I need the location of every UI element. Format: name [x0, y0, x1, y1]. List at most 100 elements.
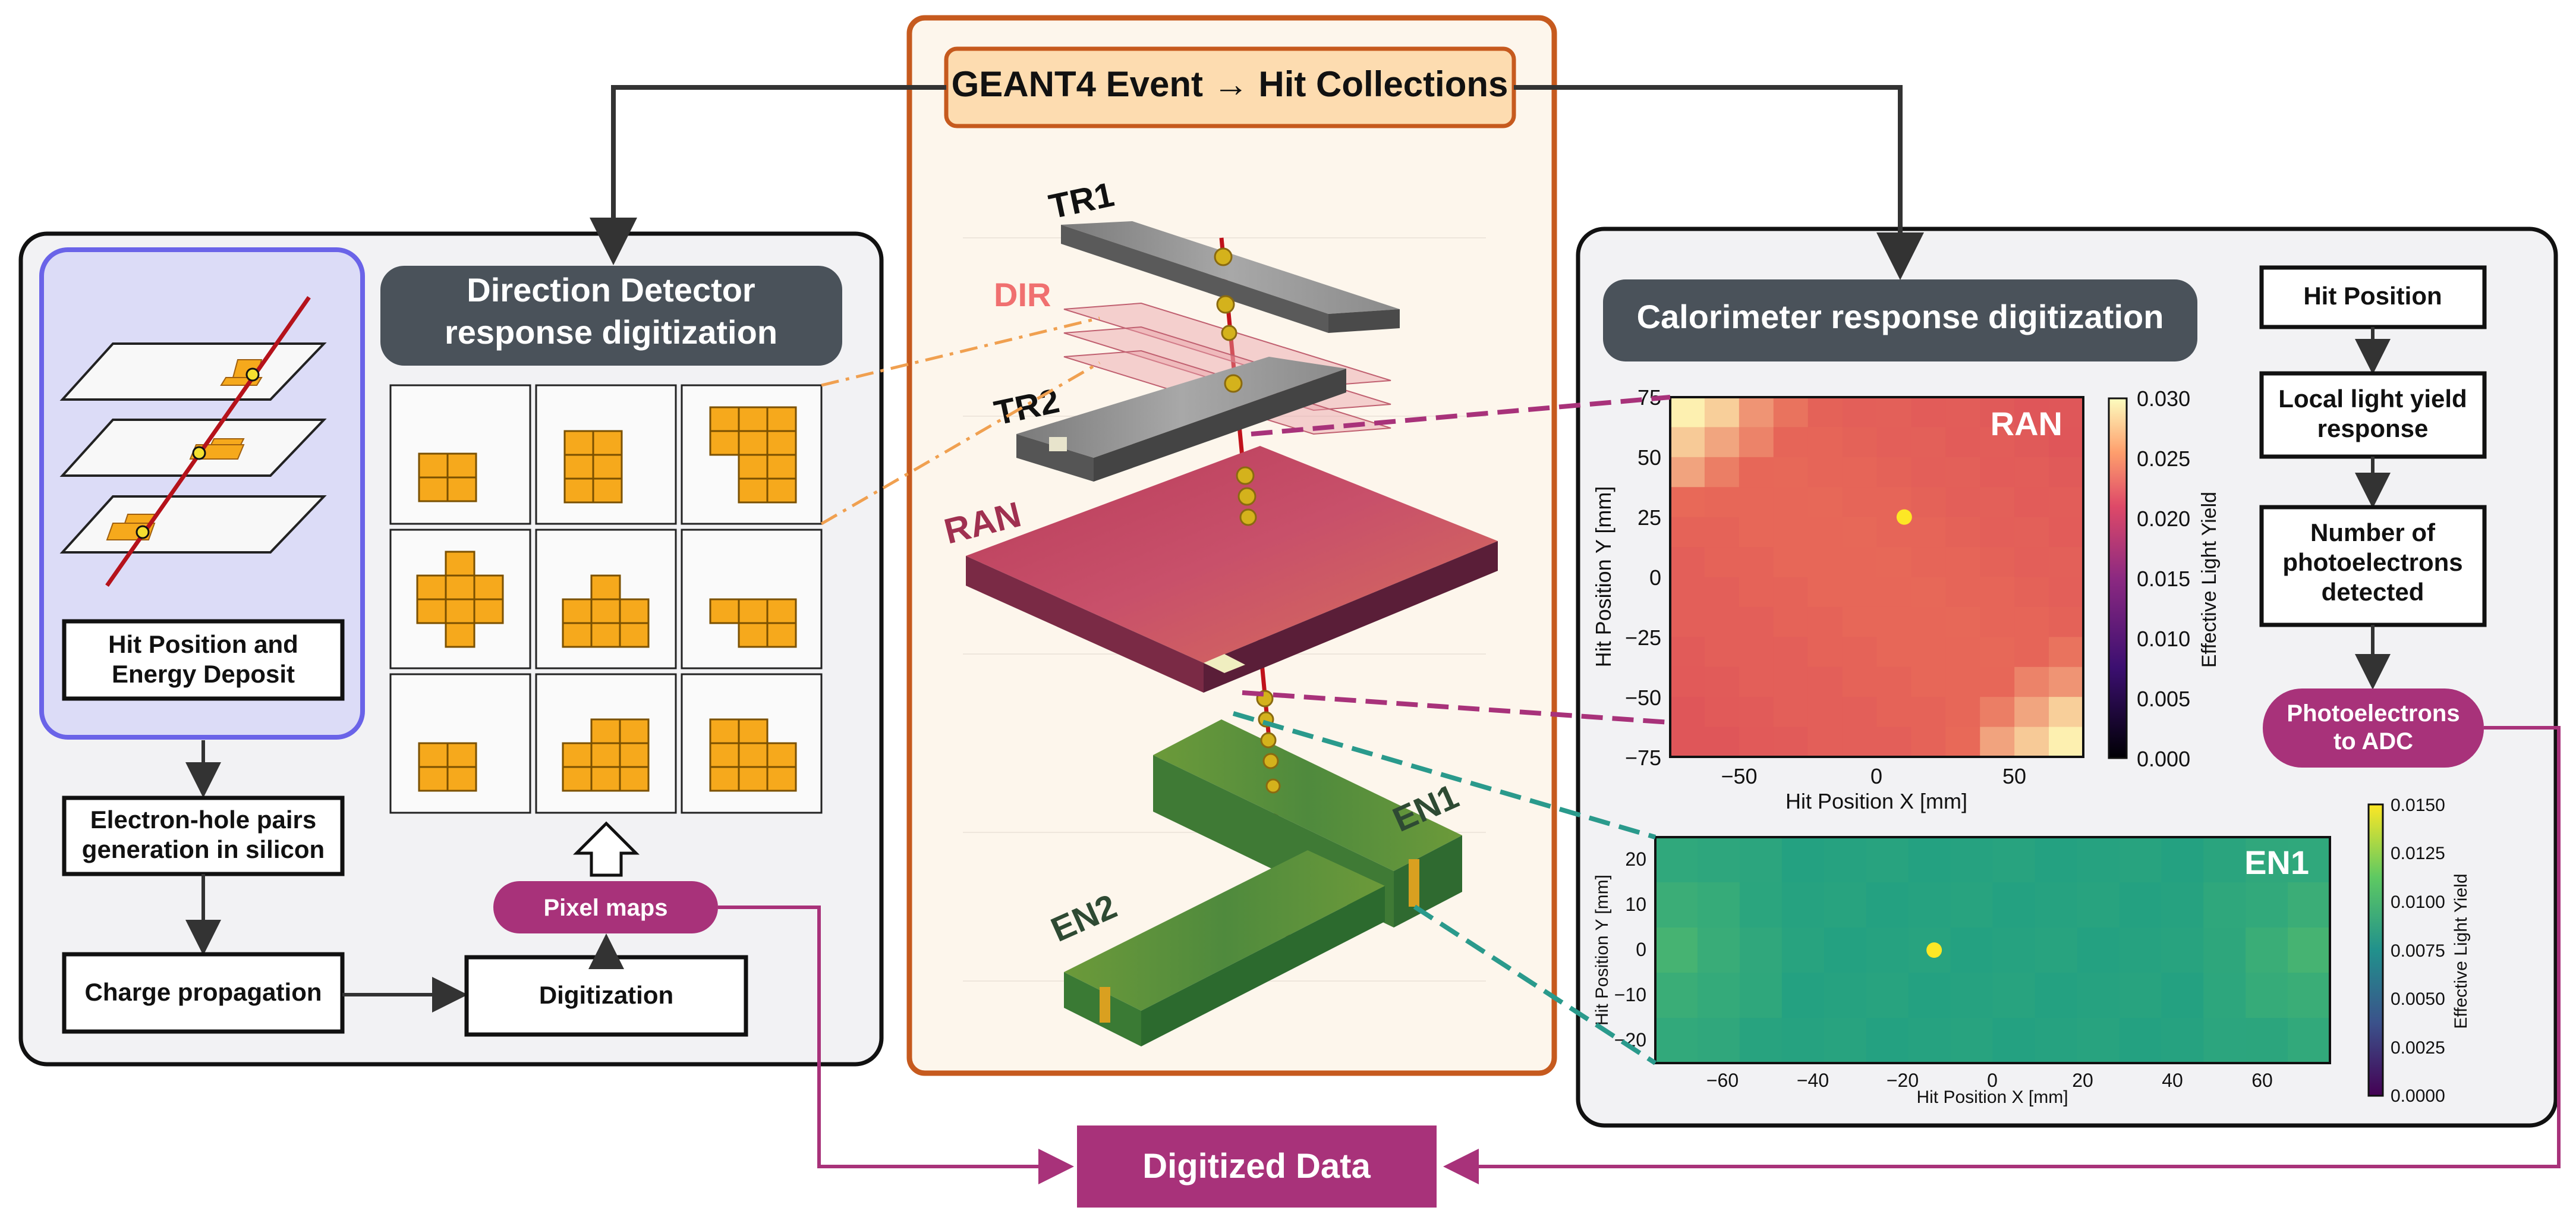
en1-heatmap-cell — [1950, 928, 1993, 973]
ran-heatmap-cell — [1670, 547, 1705, 577]
ran-heatmap-cell — [1876, 637, 1911, 668]
ran-y-tick: 50 — [1637, 445, 1661, 470]
en1-x-tick: −40 — [1797, 1070, 1829, 1091]
ran-x-tick: −50 — [1721, 764, 1757, 788]
en1-heatmap-cell — [1739, 928, 1783, 973]
en1-y-tick: −10 — [1614, 984, 1646, 1005]
hollow-up-arrow — [572, 821, 640, 877]
en1-heatmap-cell — [1950, 837, 1993, 883]
en1-x-tick: 20 — [2072, 1070, 2093, 1091]
hit-box-line2: Energy Deposit — [112, 660, 295, 688]
ran-heatmap-cell — [1739, 606, 1774, 637]
ran-heatmap-cell — [1911, 727, 1946, 757]
ran-heatmap-cell — [2014, 517, 2049, 548]
ran-heatmap-cell — [1945, 637, 1980, 668]
en1-heatmap-cell — [2203, 837, 2246, 883]
ran-heatmap-cell — [1704, 666, 1740, 697]
ran-y-tick: −75 — [1625, 746, 1661, 770]
hit-dots-left — [136, 367, 260, 539]
ran-heatmap-cell — [1704, 577, 1740, 608]
pe-to-adc-line1: Photoelectrons — [2287, 700, 2460, 727]
header-title: GEANT4 Event → Hit Collections — [952, 64, 1509, 104]
ran-heatmap-cell — [1670, 457, 1705, 488]
direction-detector-title-line2: response digitization — [445, 313, 777, 351]
en1-heatmap-cell — [1781, 882, 1825, 928]
en1-connectors — [1232, 711, 1657, 1065]
ran-heatmap-cell — [1773, 487, 1809, 518]
en1-heatmap-cell — [2077, 928, 2120, 973]
ran-heatmap-cell — [1842, 487, 1877, 518]
ran-heatmap-cell — [2014, 697, 2049, 728]
ran-heatmap-cell — [1876, 427, 1911, 458]
ran-heatmap-cell — [1807, 637, 1843, 668]
en1-heatmap-cell — [2288, 973, 2331, 1018]
ran-heatmap-cell — [1773, 457, 1809, 488]
ran-heatmap-cell — [1670, 577, 1705, 608]
right-panel: Calorimeter response digitization Hit Po… — [1576, 227, 2558, 1128]
ran-heatmap-cell — [1807, 397, 1843, 427]
silicon-planes — [59, 342, 327, 554]
en1-heatmap-cell — [1992, 1018, 2035, 1064]
ran-heatmap-cell — [1945, 666, 1980, 697]
en1-heatmap-cell — [1655, 882, 1698, 928]
photoelectrons-box — [2259, 505, 2487, 627]
en1-y-tick: 0 — [1636, 939, 1646, 960]
ran-cbar-tick: 0.010 — [2137, 627, 2190, 651]
en1-colorbar — [2367, 803, 2384, 1097]
pixel-maps-label: Pixel maps — [543, 895, 667, 921]
ran-heatmap-cell — [1807, 487, 1843, 518]
ran-heatmap-cell — [1773, 637, 1809, 668]
charge-propagation-label: Charge propagation — [84, 978, 322, 1006]
en1-colorbar-label: Effective Light Yield — [2451, 873, 2471, 1029]
en1-heatmap-cell — [1992, 837, 2035, 883]
ran-heatmap-cell — [1842, 727, 1877, 757]
ran-heatmap-cell — [1670, 517, 1705, 548]
ran-heatmap-cell — [2014, 427, 2049, 458]
en1-cbar-tick: 0.0000 — [2391, 1086, 2445, 1106]
ran-heatmap-cell — [1670, 697, 1705, 728]
en1-heatmap-cell — [2246, 973, 2288, 1018]
ran-heatmap-cell — [1739, 577, 1774, 608]
en1-heatmap-cell — [1908, 1018, 1951, 1064]
en1-heatmap-cell — [1992, 882, 2035, 928]
ran-cbar-tick: 0.015 — [2137, 567, 2190, 591]
ran-heatmap-cell — [1911, 547, 1946, 577]
ran-heatmap-cell — [1945, 577, 1980, 608]
en1-y-ticks: 20 10 0 −10 −20 — [1614, 848, 1646, 1051]
photoelectrons-line1: Number of — [2310, 518, 2436, 546]
en1-heatmap-title: EN1 — [2244, 844, 2309, 881]
ran-heatmap-cell — [1876, 397, 1911, 427]
local-light-box — [2259, 371, 2487, 459]
en1-heatmap-cell — [1866, 973, 1909, 1018]
ran-heatmap-cell — [2049, 697, 2084, 728]
ran-heatmap-cell — [1842, 577, 1877, 608]
en1-heatmap-cell — [2077, 1018, 2120, 1064]
en1-heatmap-cell — [2119, 973, 2162, 1018]
pixel-map-grid — [389, 384, 823, 814]
center-panel: TR1 DIR TR2 RAN EN1 EN2 GEANT4 Event → H… — [906, 15, 1557, 1076]
en1-heatmap-cell — [1655, 928, 1698, 973]
ran-heatmap-cell — [2049, 487, 2084, 518]
ran-heatmap-cell — [1876, 727, 1911, 757]
direction-detector-title-box — [380, 266, 842, 366]
ran-heatmap-cell — [1842, 397, 1877, 427]
tr2-layer — [1016, 357, 1346, 482]
ran-heatmap-cell — [1704, 697, 1740, 728]
ran-heatmap-cell — [1945, 457, 1980, 488]
ran-heatmap-cell — [1670, 397, 1705, 427]
ran-colorbar-label: Effective Light Yield — [2198, 492, 2221, 668]
ran-x-tick: 0 — [1870, 764, 1882, 788]
digitized-data-box — [1077, 1125, 1437, 1208]
ran-heatmap-cell — [2014, 727, 2049, 757]
en1-y-tick: 10 — [1625, 894, 1646, 915]
ran-heatmap-cell — [1911, 427, 1946, 458]
ran-heatmap-cells — [1670, 397, 2084, 757]
en1-cbar-tick: 0.0125 — [2391, 844, 2445, 863]
en1-x-ticks: −60 −40 −20 0 20 40 60 — [1706, 1070, 2273, 1091]
ran-heatmap-cell — [1739, 487, 1774, 518]
en1-heatmap-cell — [2119, 837, 2162, 883]
en1-heatmap-cell — [1697, 973, 1740, 1018]
local-light-line1: Local light yield — [2278, 385, 2467, 413]
en1-heatmap-cell — [1824, 837, 1867, 883]
en1-heatmap-cell — [1824, 1018, 1867, 1064]
